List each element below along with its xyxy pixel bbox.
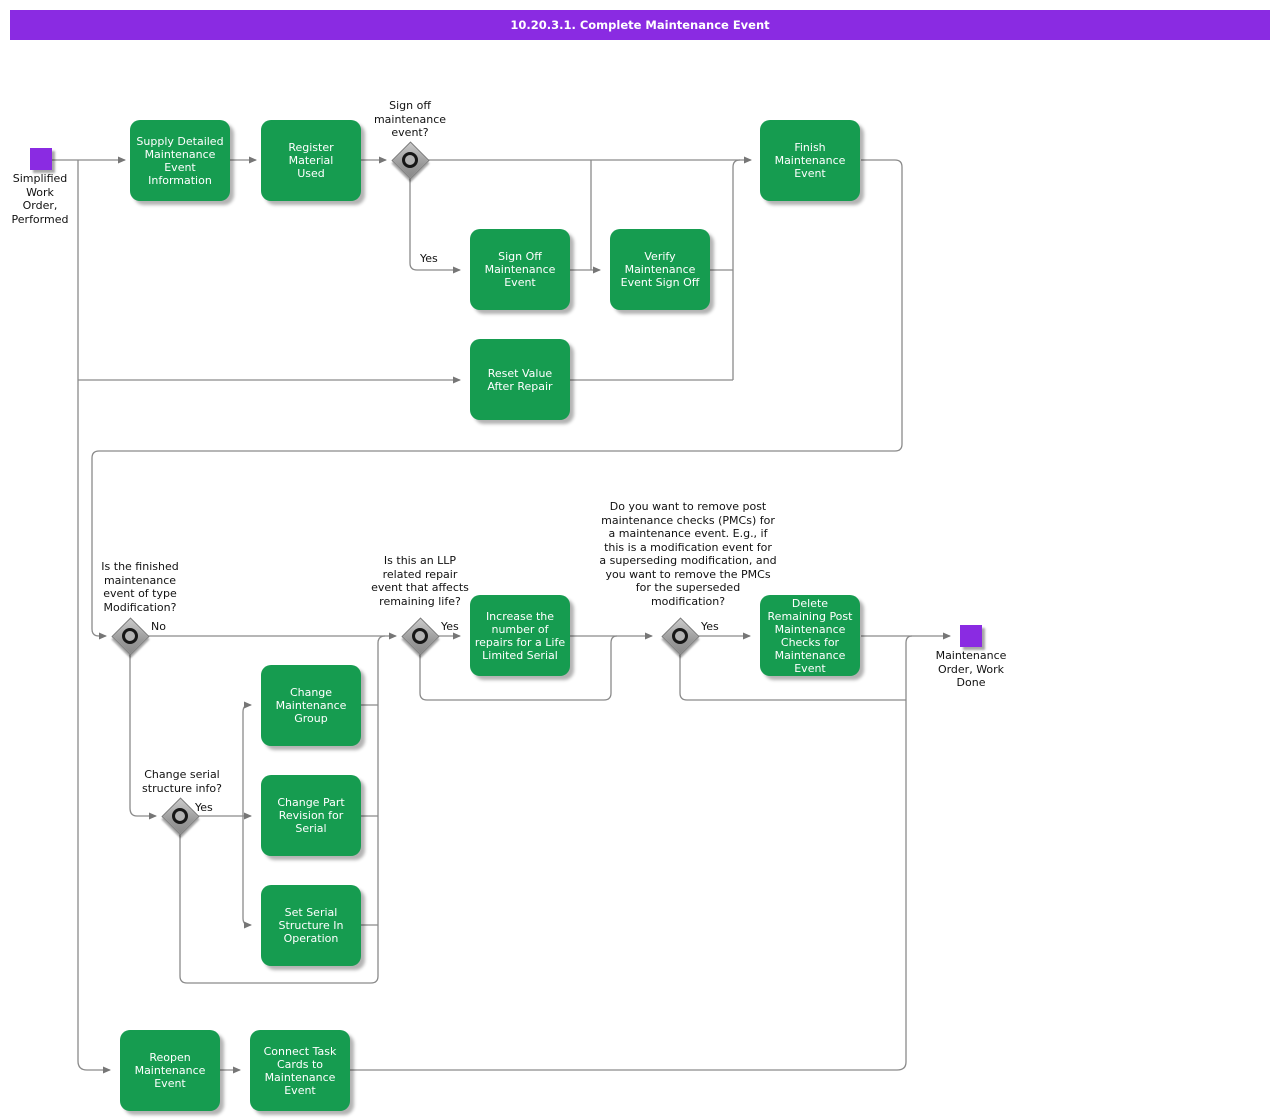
- branch-label-yes-pmc: Yes: [701, 620, 719, 633]
- task-supply-detailed-maintenance-event-information[interactable]: Supply Detailed Maintenance Event Inform…: [130, 120, 230, 201]
- question-modification-label: Is the finished maintenance event of typ…: [101, 560, 179, 614]
- branch-label-yes-sign-off: Yes: [420, 252, 438, 265]
- task-register-material-used[interactable]: Register Material Used: [261, 120, 361, 201]
- branch-label-yes-llp: Yes: [441, 620, 459, 633]
- branch-label-no-modification: No: [151, 620, 166, 633]
- decision-circle-icon: [412, 628, 428, 644]
- gateway-event-type-modification[interactable]: [111, 617, 150, 656]
- task-set-serial-structure-in-operation[interactable]: Set Serial Structure In Operation: [261, 885, 361, 966]
- task-reset-value-after-repair[interactable]: Reset Value After Repair: [470, 339, 570, 420]
- decision-circle-icon: [122, 628, 138, 644]
- task-increase-repairs-life-limited-serial[interactable]: Increase the number of repairs for a Lif…: [470, 595, 570, 676]
- gateway-change-serial-structure[interactable]: [161, 797, 200, 836]
- end-event-label: Maintenance Order, Work Done: [935, 649, 1007, 689]
- end-event-node: [960, 625, 982, 647]
- question-remove-pmcs-label: Do you want to remove post maintenance c…: [599, 500, 777, 608]
- branch-label-yes-serial: Yes: [195, 801, 213, 814]
- gateway-sign-off-maintenance-event[interactable]: [391, 141, 430, 180]
- gateway-llp-related-repair[interactable]: [401, 617, 440, 656]
- page-title: 10.20.3.1. Complete Maintenance Event: [510, 18, 770, 32]
- decision-circle-icon: [172, 808, 188, 824]
- task-delete-remaining-post-maintenance-checks[interactable]: Delete Remaining Post Maintenance Checks…: [760, 595, 860, 676]
- start-event-label: Simplified Work Order, Performed: [11, 172, 69, 226]
- decision-circle-icon: [402, 152, 418, 168]
- question-llp-label: Is this an LLP related repair event that…: [371, 554, 469, 608]
- title-bar: 10.20.3.1. Complete Maintenance Event: [10, 10, 1270, 40]
- question-sign-off-label: Sign off maintenance event?: [373, 99, 447, 139]
- task-sign-off-maintenance-event[interactable]: Sign Off Maintenance Event: [470, 229, 570, 310]
- decision-circle-icon: [672, 628, 688, 644]
- task-change-maintenance-group[interactable]: Change Maintenance Group: [261, 665, 361, 746]
- task-reopen-maintenance-event[interactable]: Reopen Maintenance Event: [120, 1030, 220, 1111]
- question-serial-structure-label: Change serial structure info?: [142, 768, 222, 795]
- start-event-node: [30, 148, 52, 170]
- task-connect-task-cards-to-maintenance-event[interactable]: Connect Task Cards to Maintenance Event: [250, 1030, 350, 1111]
- task-change-part-revision-for-serial[interactable]: Change Part Revision for Serial: [261, 775, 361, 856]
- task-verify-maintenance-event-sign-off[interactable]: Verify Maintenance Event Sign Off: [610, 229, 710, 310]
- task-finish-maintenance-event[interactable]: Finish Maintenance Event: [760, 120, 860, 201]
- gateway-remove-pmcs[interactable]: [661, 617, 700, 656]
